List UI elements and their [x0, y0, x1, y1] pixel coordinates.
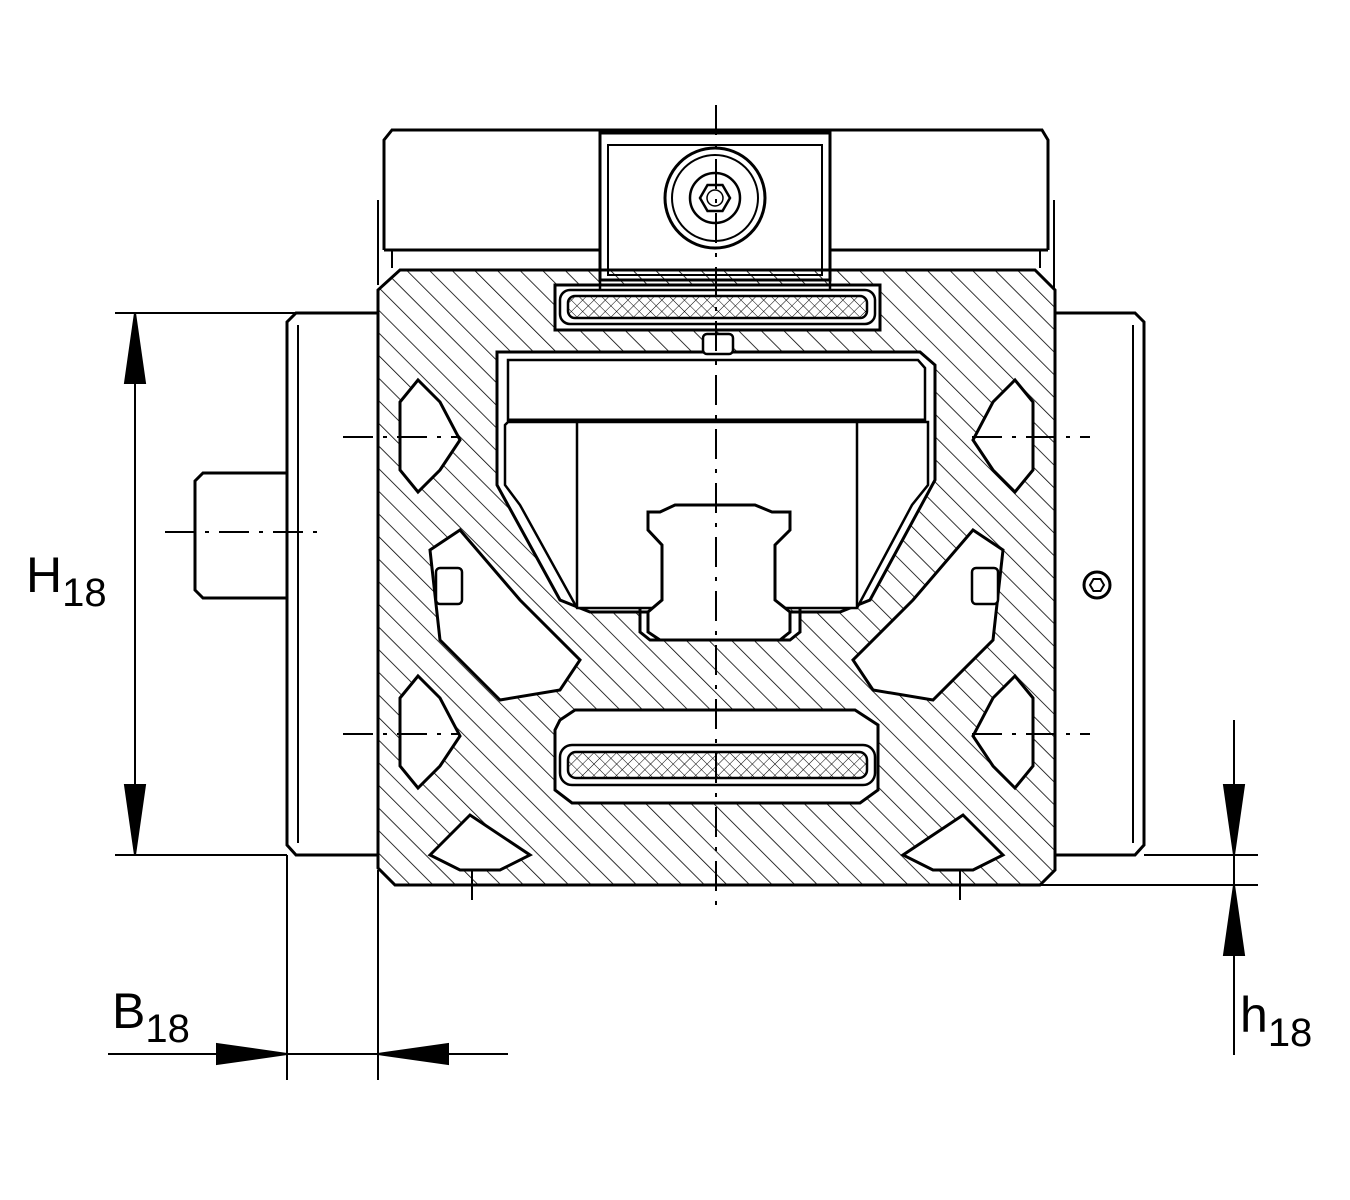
dimension-base-height — [1040, 720, 1258, 1055]
dimension-width-label: B18 — [112, 983, 190, 1051]
dimension-base-height-label: h18 — [1240, 987, 1312, 1055]
lube-port-icon — [1082, 570, 1112, 600]
left-end-plate — [285, 311, 378, 857]
dimension-height — [115, 312, 378, 856]
slot-inserts — [434, 566, 1000, 606]
drive-shaft — [193, 471, 287, 600]
guide-rail — [646, 332, 792, 642]
right-end-plate — [1056, 311, 1146, 857]
toothed-belt-bottom — [558, 743, 877, 787]
dimension-width — [108, 855, 508, 1080]
center-lines — [165, 105, 1090, 910]
toothed-belt-top — [558, 288, 877, 326]
dimension-height-label: H18 — [26, 547, 107, 615]
